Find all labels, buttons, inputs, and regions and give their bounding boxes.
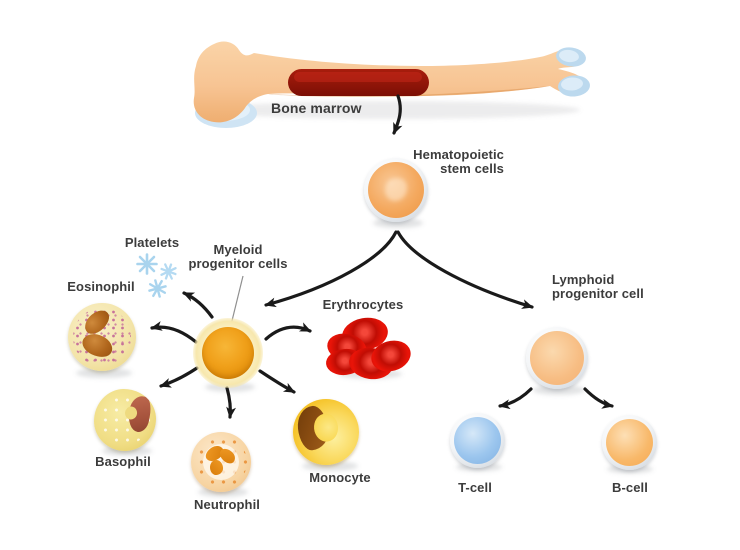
- platelet-icon: [160, 263, 177, 280]
- monocyte-nucleus: [295, 404, 331, 452]
- myeloid-label-line2: progenitor cells: [188, 255, 288, 271]
- platelet-icon: [136, 253, 158, 275]
- arrow-stem-to-lymphoid: [396, 230, 534, 309]
- eosinophil-label: Eosinophil: [67, 279, 135, 294]
- eosinophil-nucleus-lobe: [78, 329, 117, 362]
- platelets-label: Platelets: [124, 235, 180, 250]
- arrow-myeloid-to-erythrocytes: [264, 322, 312, 341]
- arrow-myeloid-to-monocyte: [258, 369, 296, 394]
- lymphoid-progenitor-cell: [526, 327, 588, 389]
- neutrophil-cell: [191, 432, 251, 492]
- myeloid-progenitor-cell: [193, 318, 263, 388]
- t-cell-cytoplasm: [454, 417, 501, 464]
- arrow-lymphoid-to-tcell: [498, 387, 533, 410]
- basophil-cell: [94, 389, 156, 451]
- lymphoid-label-line1: Lymphoid: [552, 272, 615, 287]
- t-cell-label: T-cell: [458, 480, 492, 495]
- basophil-nucleus: [126, 394, 153, 434]
- erythrocytes-cluster: [324, 312, 417, 382]
- arrow-myeloid-to-eosinophil: [150, 321, 198, 344]
- lymphoid-cell-cytoplasm: [530, 331, 584, 385]
- bone-marrow-cavity-highlight: [294, 72, 422, 82]
- lymphoid-label-line2: progenitor cell: [552, 285, 644, 301]
- stem-cells-label-line2: stem cells: [440, 160, 504, 176]
- arrow-lymphoid-to-bcell: [583, 387, 614, 409]
- stem-cells-label: Hematopoietic stem cells: [406, 148, 504, 175]
- monocyte-cell: [293, 399, 359, 465]
- bone-marrow-label: Bone marrow: [271, 100, 362, 116]
- hematopoietic-stem-cell: [364, 158, 428, 222]
- eosinophil-cell: [68, 303, 136, 371]
- stem-cell-cytoplasm: [368, 162, 424, 218]
- b-cell-cytoplasm: [606, 419, 653, 466]
- arrow-myeloid-to-platelets: [182, 291, 214, 319]
- myeloid-label-line1: Myeloid: [213, 242, 263, 257]
- arrow-marrow-to-stem: [392, 94, 403, 135]
- b-cell: [602, 415, 657, 470]
- neutrophil-label: Neutrophil: [194, 497, 260, 512]
- stem-cells-label-line1: Hematopoietic: [413, 147, 504, 162]
- b-cell-label: B-cell: [611, 480, 648, 495]
- myeloid-progenitor-label: Myeloid progenitor cells: [168, 243, 308, 270]
- erythrocytes-label: Erythrocytes: [322, 297, 404, 312]
- myeloid-cell-core: [202, 327, 254, 379]
- bone-shadow: [210, 101, 580, 119]
- arrow-myeloid-to-basophil: [159, 366, 199, 388]
- arrow-myeloid-to-neutrophil: [225, 386, 237, 419]
- platelet-icon: [148, 279, 167, 298]
- monocyte-label: Monocyte: [309, 470, 371, 485]
- cartilage-right-icon: [556, 47, 590, 97]
- lymphoid-progenitor-label: Lymphoid progenitor cell: [552, 273, 662, 300]
- arrow-stem-to-myeloid: [264, 230, 398, 308]
- basophil-label: Basophil: [95, 454, 151, 469]
- bone-shading: [268, 86, 550, 97]
- eosinophil-nucleus-lobe: [80, 306, 114, 338]
- t-cell: [450, 413, 505, 468]
